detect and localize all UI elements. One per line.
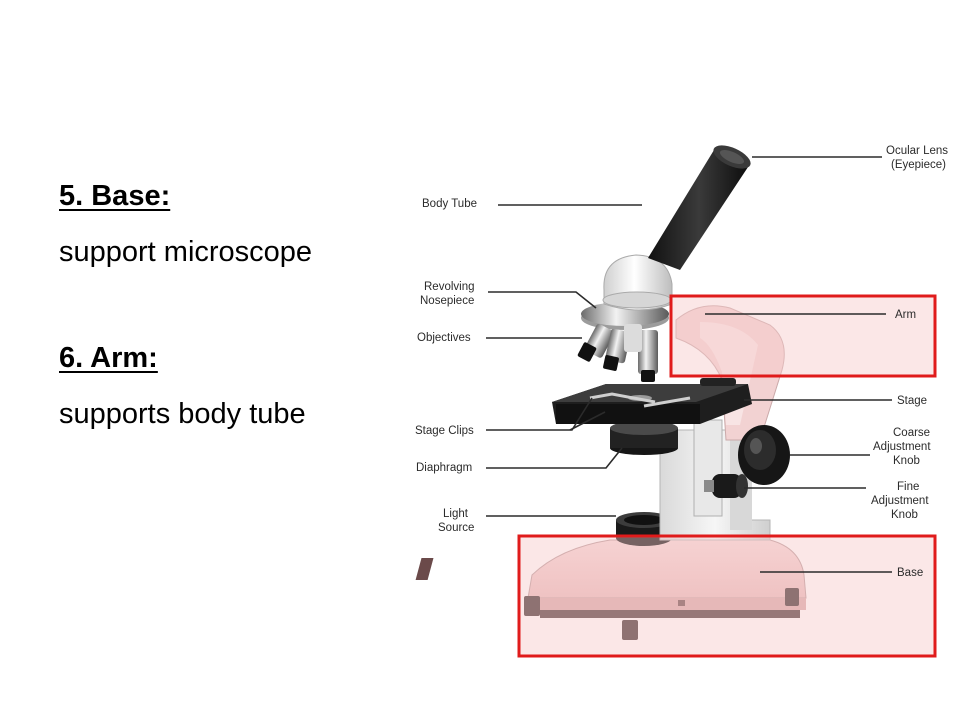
base-highlight-box bbox=[517, 534, 937, 658]
diaphragm-part bbox=[610, 421, 678, 455]
nosepiece-part bbox=[577, 302, 669, 382]
label-revolving: Revolving bbox=[424, 281, 475, 293]
arm-heading: 6. Arm: bbox=[59, 342, 158, 374]
body-tube-part bbox=[648, 145, 751, 270]
label-fine-adjustment: Adjustment bbox=[871, 495, 929, 507]
fine-knob-part bbox=[704, 474, 748, 498]
label-nosepiece: Nosepiece bbox=[420, 295, 474, 307]
microscope-illustration bbox=[415, 145, 807, 640]
label-fine-knob: Knob bbox=[891, 509, 918, 521]
stage-part bbox=[552, 378, 752, 424]
objective-lenses bbox=[577, 324, 658, 382]
label-eyepiece: (Eyepiece) bbox=[891, 159, 946, 171]
label-fine: Fine bbox=[897, 481, 919, 493]
base-part bbox=[415, 539, 807, 640]
label-light: Light bbox=[443, 508, 469, 520]
label-coarse-adjustment: Adjustment bbox=[873, 441, 931, 453]
label-arm: Arm bbox=[895, 309, 916, 321]
base-heading: 5. Base: bbox=[59, 180, 171, 212]
label-stage-clips: Stage Clips bbox=[415, 425, 474, 437]
arm-description: supports body tube bbox=[59, 398, 306, 430]
label-body-tube: Body Tube bbox=[422, 198, 477, 210]
label-objectives: Objectives bbox=[417, 332, 471, 344]
label-diaphragm: Diaphragm bbox=[416, 462, 472, 474]
label-ocular-lens: Ocular Lens bbox=[886, 145, 948, 157]
leader-lines bbox=[486, 156, 892, 573]
diagram-labels: Ocular Lens (Eyepiece) Body Tube Revolvi… bbox=[415, 145, 948, 579]
base-description: support microscope bbox=[59, 236, 313, 268]
arm-highlight-box bbox=[669, 294, 937, 378]
label-coarse: Coarse bbox=[893, 427, 930, 439]
label-coarse-knob: Knob bbox=[893, 455, 920, 467]
coarse-knob-part bbox=[738, 425, 790, 485]
label-base: Base bbox=[897, 567, 923, 579]
head-part bbox=[602, 254, 673, 311]
light-source-part bbox=[616, 512, 672, 546]
label-stage: Stage bbox=[897, 395, 927, 407]
label-source: Source bbox=[438, 522, 474, 534]
